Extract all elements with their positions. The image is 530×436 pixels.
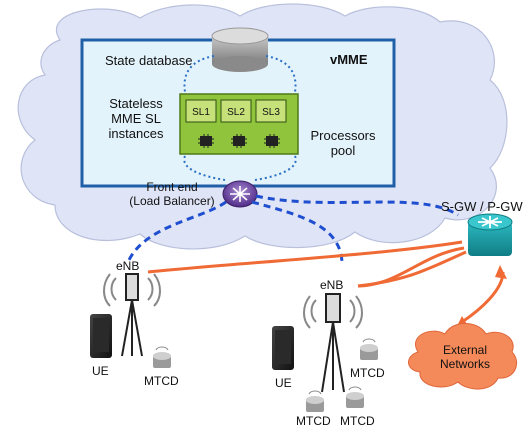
mtcd-device-icon (153, 346, 171, 368)
mtcd-left-label: MTCD (144, 374, 179, 388)
processors-pool-label: Processors pool (310, 128, 376, 158)
external-network-cloud (408, 323, 517, 390)
sl-instance-label: SL3 (262, 107, 280, 118)
chip-icon (264, 134, 280, 148)
mtcd-right-bl-label: MTCD (296, 414, 331, 428)
sl-instance-box (185, 99, 217, 123)
ue-right-label: UE (275, 376, 292, 390)
chip-icon (198, 134, 214, 148)
sl-instances: SL1 SL2 SL3 (185, 99, 287, 123)
enb-left-label: eNB (116, 259, 140, 273)
state-database-label: State database (105, 53, 193, 68)
ue-phone-icon (272, 326, 294, 370)
state-database-icon (211, 27, 269, 72)
mtcd-device-icon (346, 386, 364, 408)
load-balancer-router-icon (222, 180, 258, 208)
processor-chips (198, 134, 280, 148)
enb-antenna-icon-left (103, 273, 161, 357)
front-end-links (126, 194, 459, 263)
vmme-title: vMME (330, 52, 368, 67)
mtcd-device-icon (306, 390, 324, 412)
gateway-router-icon (467, 213, 513, 256)
enb-antenna-icon-right (303, 293, 363, 393)
sl-instance-box (255, 99, 287, 123)
ue-left-label: UE (92, 364, 109, 378)
db-links (183, 55, 297, 181)
arrow-icon (495, 265, 507, 279)
mtcd-right-br-label: MTCD (340, 414, 375, 428)
front-end-label: Front end (Load Balancer) (129, 180, 215, 208)
sl-instance-label: SL1 (192, 107, 210, 118)
sl-instance-box (220, 99, 252, 123)
stateless-instances-label: Stateless MME SL instances (108, 96, 164, 141)
mtcd-device-icon (360, 338, 378, 360)
external-networks-label: External Networks (439, 343, 490, 371)
sl-instance-label: SL2 (227, 107, 245, 118)
ue-phone-icon (90, 314, 112, 358)
chip-icon (231, 134, 247, 148)
mtcd-right-top-label: MTCD (350, 366, 385, 380)
enb-right-label: eNB (320, 278, 344, 292)
gateway-label: S-GW / P-GW (441, 199, 523, 214)
